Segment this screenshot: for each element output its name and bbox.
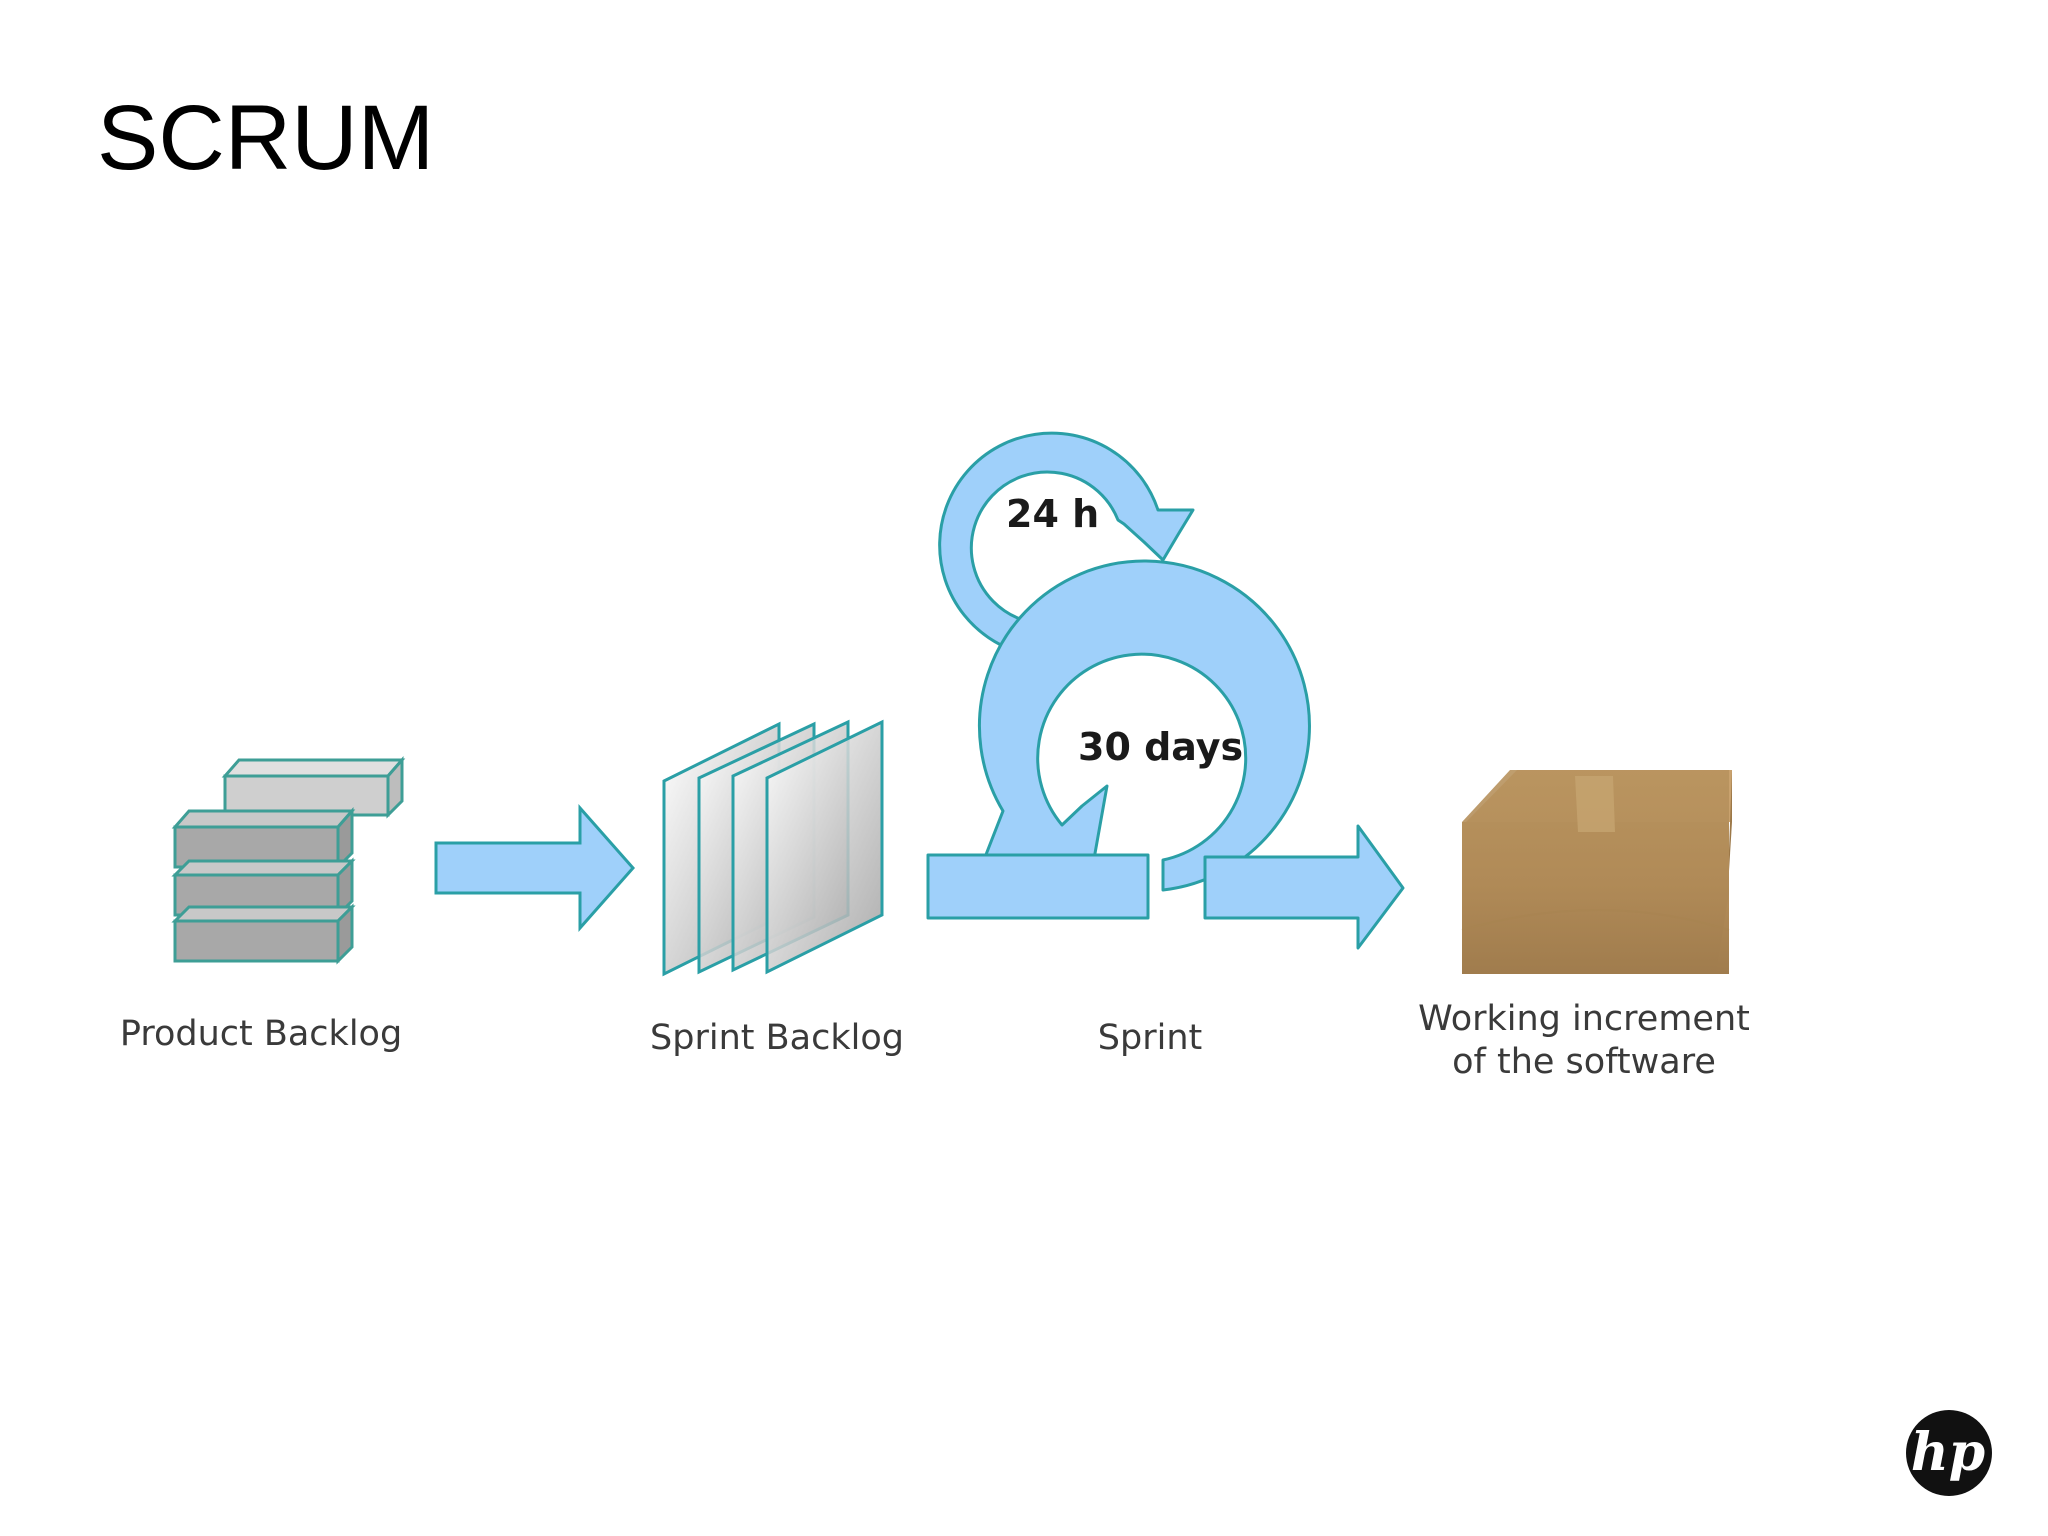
daily-loop-label: 24 h bbox=[1006, 492, 1099, 536]
sprint-loop-label: 30 days bbox=[1078, 725, 1243, 769]
hp-logo: hp bbox=[1904, 1408, 1994, 1502]
sprint-cycle-icon bbox=[926, 431, 1405, 950]
working-increment-icon bbox=[1461, 770, 1732, 974]
slide-title: SCRUM bbox=[97, 87, 435, 189]
hp-logo-text: hp bbox=[1911, 1422, 1985, 1483]
sprint-label: Sprint bbox=[1098, 1018, 1202, 1058]
sprint-backlog-label: Sprint Backlog bbox=[650, 1018, 904, 1058]
flow-arrow-1 bbox=[434, 804, 636, 932]
working-increment-label-line1: Working increment bbox=[1418, 999, 1750, 1039]
product-backlog-label: Product Backlog bbox=[120, 1014, 402, 1054]
product-backlog-icon bbox=[171, 756, 406, 965]
sprint-backlog-icon bbox=[662, 719, 884, 977]
working-increment-label-line2: of the software bbox=[1452, 1042, 1716, 1082]
